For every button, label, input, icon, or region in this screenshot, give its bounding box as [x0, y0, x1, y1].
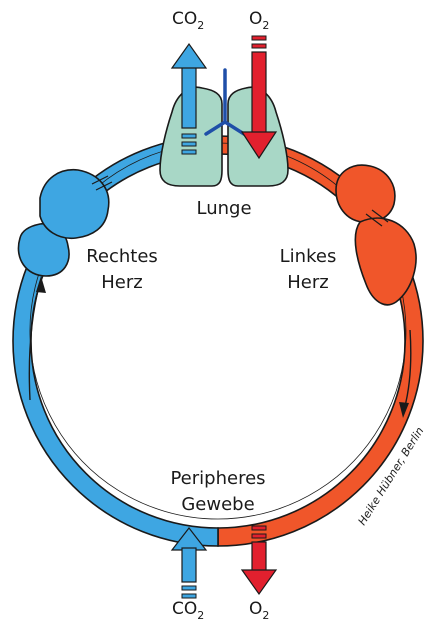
- left-heart: [336, 165, 416, 305]
- lung-co2-label: CO2: [172, 9, 204, 32]
- lung-o2-label: O2: [249, 9, 269, 32]
- right-heart-label-line1: Rechtes: [86, 246, 158, 267]
- left-heart-label-line1: Linkes: [280, 246, 337, 267]
- tissue-o2-label: O2: [249, 599, 269, 622]
- lung-label: Lunge: [196, 198, 251, 219]
- left-atrium: [336, 165, 395, 222]
- right-ventricle: [40, 170, 109, 239]
- right-heart-label-line2: Herz: [101, 272, 142, 293]
- left-heart-label-line2: Herz: [287, 272, 328, 293]
- tissue-label-line2: Gewebe: [181, 494, 254, 515]
- tissue-label-line1: Peripheres: [170, 468, 265, 489]
- tissue-co2-label: CO2: [172, 599, 204, 622]
- lungs: [160, 70, 288, 186]
